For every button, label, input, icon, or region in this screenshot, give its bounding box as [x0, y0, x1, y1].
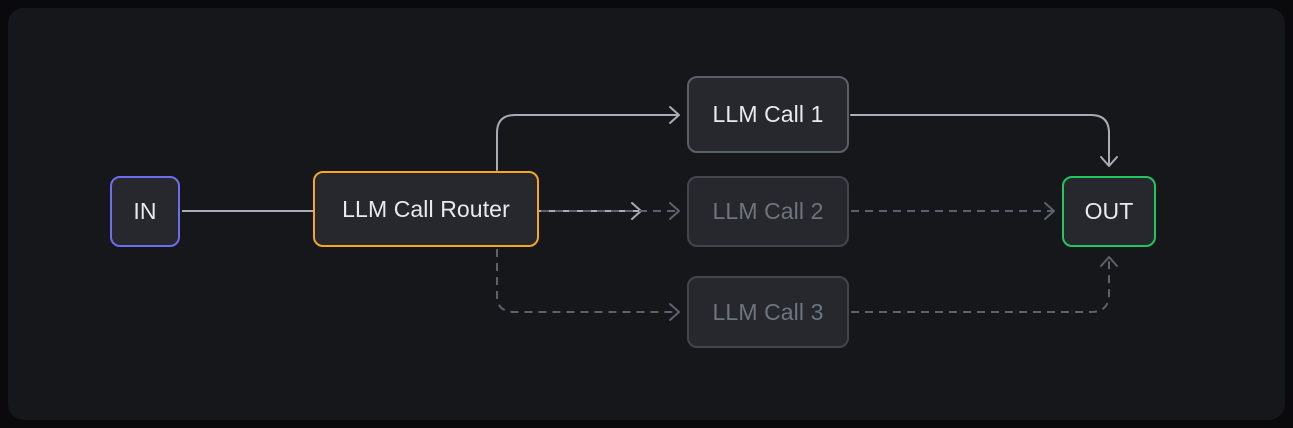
node-in[interactable]: IN	[110, 176, 180, 247]
node-llm-call-2-label: LLM Call 2	[712, 198, 824, 224]
node-llm-call-1[interactable]: LLM Call 1	[687, 76, 849, 153]
node-llm-call-3[interactable]: LLM Call 3	[687, 276, 849, 348]
node-llm-call-router-label: LLM Call Router	[342, 195, 510, 222]
node-in-label: IN	[133, 198, 157, 224]
node-out[interactable]: OUT	[1062, 176, 1156, 247]
node-llm-call-3-label: LLM Call 3	[712, 298, 824, 325]
node-llm-call-router[interactable]: LLM Call Router	[313, 171, 539, 247]
node-out-label: OUT	[1084, 198, 1134, 224]
node-llm-call-2[interactable]: LLM Call 2	[687, 176, 849, 247]
node-llm-call-1-label: LLM Call 1	[712, 101, 824, 127]
